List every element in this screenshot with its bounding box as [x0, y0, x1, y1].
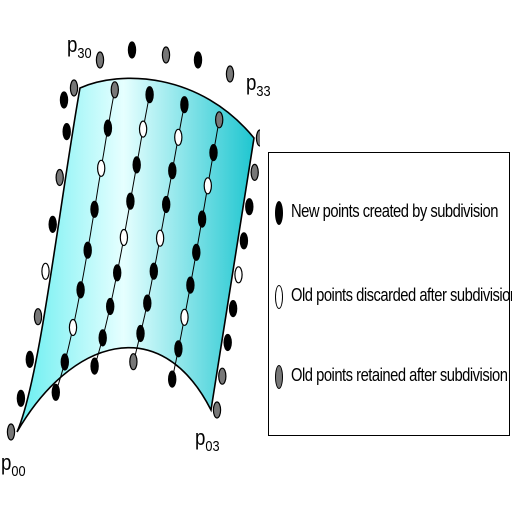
legend-label-discarded: Old points discarded after subdivision [291, 285, 512, 305]
new-point [83, 241, 92, 259]
new-point [209, 144, 218, 162]
new-point [90, 200, 99, 218]
new-point [161, 195, 171, 214]
retained-point [212, 401, 222, 419]
legend-box: New points created by subdivision Old po… [268, 152, 512, 436]
legend-item-new: New points created by subdivision [269, 197, 509, 231]
new-point [197, 210, 207, 228]
new-point [105, 297, 115, 316]
new-point [51, 383, 61, 401]
new-point [245, 198, 254, 216]
label-p30: p30 [67, 32, 92, 62]
label-p33: p33 [246, 70, 271, 100]
new-point [167, 370, 177, 388]
new-point [59, 91, 69, 109]
bezier-surface-patch [16, 77, 255, 433]
discarded-point-marker [275, 285, 283, 309]
new-point [25, 350, 34, 368]
new-point [62, 123, 71, 141]
retained-point [161, 46, 171, 64]
new-point [149, 262, 158, 280]
retained-point [69, 79, 79, 97]
legend-label-new: New points created by subdivision [291, 201, 498, 221]
new-point [228, 300, 238, 318]
new-point [136, 324, 145, 343]
new-point [103, 119, 113, 137]
retained-point [218, 367, 227, 385]
new-point [90, 357, 99, 375]
new-point [16, 389, 26, 407]
new-point [192, 243, 201, 261]
new-point [76, 281, 85, 299]
legend-label-retained: Old points retained after subdivision [291, 365, 508, 385]
retained-point [225, 65, 235, 83]
discarded-point [174, 128, 183, 146]
new-point [186, 276, 195, 294]
retained-point [214, 111, 224, 129]
discarded-point [96, 159, 106, 177]
bezier-patch-diagram [6, 41, 260, 441]
legend-item-retained: Old points retained after subdivision [269, 361, 509, 395]
new-point [239, 232, 249, 250]
retained-point [110, 81, 120, 99]
retained-point [95, 51, 105, 69]
new-point [98, 329, 107, 347]
new-point [60, 353, 70, 371]
new-point [193, 51, 203, 69]
retained-point [250, 163, 259, 181]
new-point [174, 340, 183, 358]
discarded-point [203, 177, 212, 195]
new-point [132, 156, 141, 174]
new-point [127, 41, 137, 59]
retained-point [6, 423, 16, 441]
discarded-point [180, 308, 189, 326]
retained-point [55, 168, 64, 187]
new-point [223, 333, 232, 352]
label-p00: p00 [1, 450, 26, 480]
discarded-point [155, 229, 165, 247]
new-point-marker [275, 201, 283, 225]
retained-point [129, 353, 138, 371]
new-point [168, 162, 177, 180]
retained-point [33, 308, 43, 326]
new-point [112, 264, 122, 282]
new-point [145, 86, 154, 104]
new-point [48, 215, 57, 233]
retained-point-marker [275, 365, 283, 389]
control-points [6, 41, 260, 441]
discarded-point [41, 262, 50, 280]
label-p03: p03 [195, 425, 220, 455]
new-point [180, 96, 189, 114]
discarded-point [234, 266, 243, 284]
new-point [126, 192, 135, 210]
discarded-point [68, 318, 78, 337]
discarded-point [119, 228, 129, 247]
new-point [143, 294, 152, 312]
legend-item-discarded: Old points discarded after subdivision [269, 281, 512, 315]
retained-point [255, 129, 260, 147]
discarded-point [138, 120, 148, 138]
